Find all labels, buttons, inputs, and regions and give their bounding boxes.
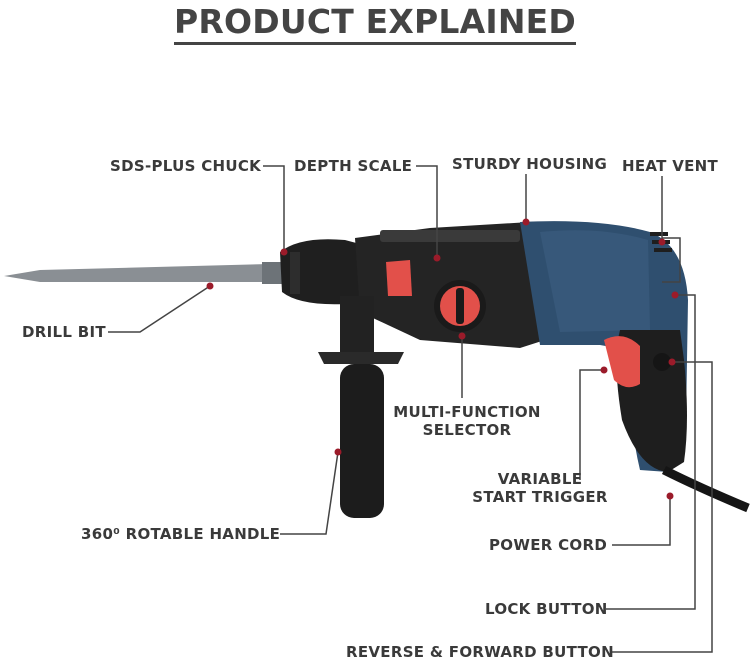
dot-housing [522,218,530,226]
leader-lines [108,165,713,653]
leader-bit [108,285,211,333]
label-sturdy-housing: STURDY HOUSING [452,155,608,173]
chuck-ring [290,252,300,294]
label-lock-button: LOCK BUTTON [485,600,608,618]
dot-trigger [600,366,608,374]
dot-handle [334,448,342,456]
leader-handle [280,451,339,535]
trigger-shape [604,336,640,388]
page-title-text: PRODUCT EXPLAINED [173,2,577,45]
label-trigger-line1: VARIABLE [497,470,583,488]
dot-sds [280,248,288,256]
dot-reverse [668,358,676,366]
leader-trigger [579,369,604,480]
depth-scale-shape [380,230,520,242]
label-selector-line1: MULTI-FUNCTION [393,403,541,421]
dot-lock [671,291,679,299]
label-drill-bit: DRILL BIT [22,323,106,341]
dot-cord [666,492,674,500]
label-depth-scale: DEPTH SCALE [294,157,413,175]
leader-sds [263,165,285,252]
page-title: PRODUCT EXPLAINED [0,2,750,45]
side-handle-shape [340,364,384,518]
dot-selector [458,332,466,340]
vent-slot [654,248,672,252]
label-sds-plus-chuck: SDS-PLUS CHUCK [110,157,262,175]
leader-reverse [612,361,713,653]
handle-flange [318,352,404,364]
leader-lock [606,294,696,610]
power-cord-shape [661,465,750,513]
housing-highlight [540,230,650,332]
label-multi-function-selector: MULTI-FUNCTION SELECTOR [392,403,542,439]
label-rotable-handle: 360⁰ ROTABLE HANDLE [81,525,281,543]
leader-depth [416,165,438,258]
depth-stop-clip [386,260,412,296]
bit-shank [262,262,284,284]
label-power-cord: POWER CORD [489,536,608,554]
dot-bit [206,282,214,290]
label-trigger-line2: START TRIGGER [472,488,608,506]
drill-bit-shape [4,264,270,282]
leader-vent-bracket [662,237,681,283]
label-heat-vent: HEAT VENT [622,157,719,175]
dot-vent [658,238,666,246]
vent-slot [650,232,668,236]
selector-knob-grip [456,288,464,324]
label-reverse-forward-button: REVERSE & FORWARD BUTTON [346,643,614,661]
handle-collar [340,296,374,352]
leader-cord [612,496,671,546]
label-selector-line2: SELECTOR [422,421,512,439]
label-variable-start-trigger: VARIABLE START TRIGGER [470,470,610,506]
leader-dots [206,218,679,500]
lock-button-shape [653,353,671,371]
dot-depth [433,254,441,262]
